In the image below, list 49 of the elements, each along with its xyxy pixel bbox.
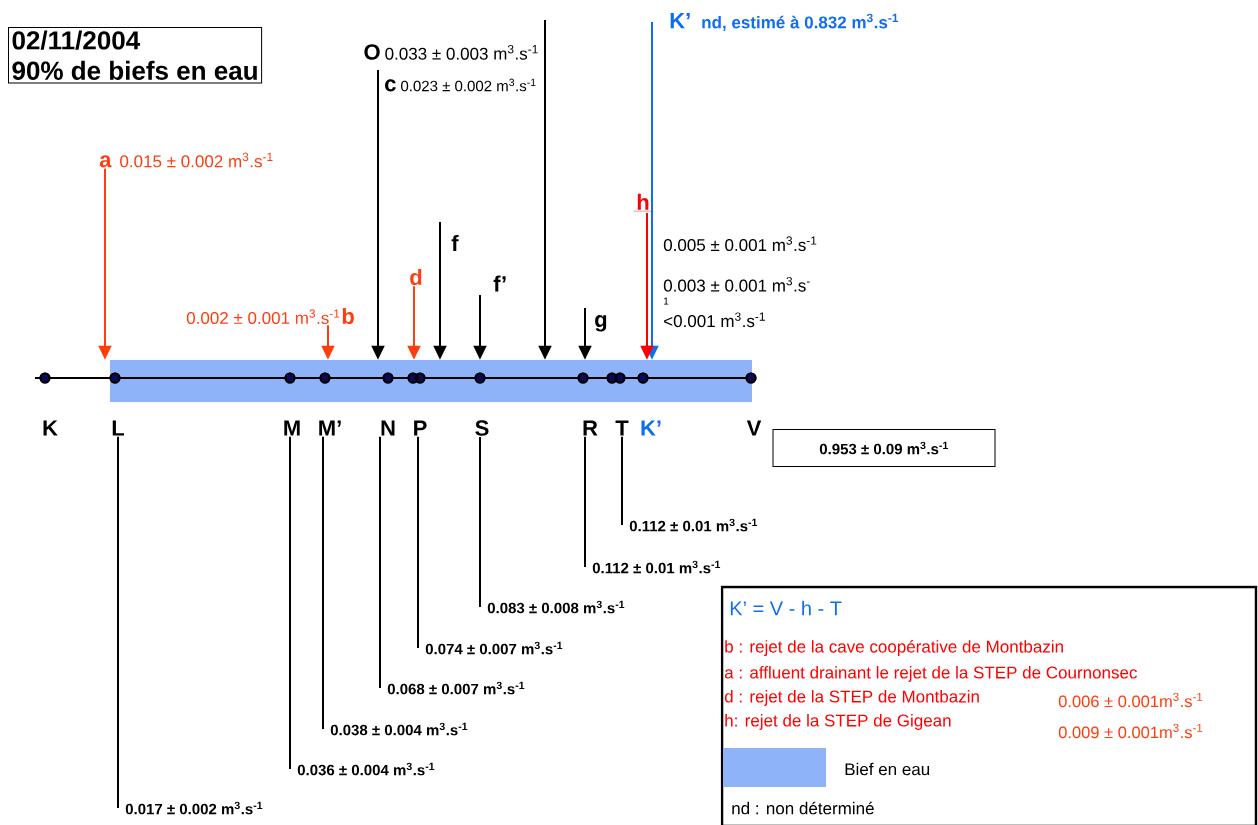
point-letter: M: [284, 420, 300, 436]
flow-label: g <0.001 m$^{3}$.s$^{-1}$: [595, 312, 765, 332]
leader-line: [621, 435, 623, 526]
flow-value: 0.074 ± 0.007 m$^{3}$.s$^{-1}$: [425, 641, 563, 655]
flow-label: h: [633, 193, 653, 212]
leader-line: [289, 435, 291, 770]
flow-value: 0.112 ± 0.01 m$^{3}$.s$^{-1}$: [629, 518, 758, 532]
flow-label: d: [410, 268, 422, 286]
point-letter: K’: [641, 420, 661, 436]
point-letter: S: [475, 420, 489, 436]
leader-line: [322, 435, 324, 730]
leader-line: [379, 435, 381, 689]
leader-line: [584, 435, 586, 568]
flow-value: 0.036 ± 0.004 m$^{3}$.s$^{-1}$: [297, 762, 435, 776]
flow-label: 0.002 ± 0.001 m$^{3}$.s$^{-1}$ b: [186, 307, 354, 325]
flow-value: 0.068 ± 0.007 m$^{3}$.s$^{-1}$: [387, 681, 525, 695]
flow-value: 0.038 ± 0.004 m$^{3}$.s$^{-1}$: [330, 722, 468, 736]
legend-note: a : affluent drainant le rejet de la STEP de Cournonsec: [724, 666, 1137, 682]
leader-line: [117, 435, 119, 809]
outlet-flow-box: 0.953 ± 0.09 m$^{3}$.s$^{-1}$: [772, 429, 996, 467]
point-letter: L: [112, 420, 125, 436]
flow-label: a 0.015 ± 0.002 m$^{3}$.s$^{-1}$: [99, 152, 273, 168]
point-letter: M’: [319, 420, 341, 436]
flow-label: c 0.023 ± 0.002 m$^{3}$.s$^{-1}$: [385, 78, 536, 92]
flow-value: 0.083 ± 0.008 m$^{3}$.s$^{-1}$: [487, 600, 625, 614]
date-box: 02/11/2004 90% de biefs en eau: [8, 27, 263, 84]
legend-note: h: rejet de la STEP de Gigean: [725, 714, 951, 730]
flow-label: f’ 1 0.003 ± 0.001 m$^{3}$.s$^{-}$: [493, 275, 810, 305]
point-letter: R: [583, 420, 598, 436]
flow-label: O 0.033 ± 0.003 m$^{3}$.s$^{-1}$: [364, 44, 538, 60]
point-letter: P: [414, 420, 427, 436]
flow-value: 0.112 ± 0.01 m$^{3}$.s$^{-1}$: [592, 560, 721, 574]
legend-note: b : rejet de la cave coopérative de Montbazin: [725, 640, 1063, 657]
water-reach-band: [110, 360, 752, 402]
point-letter: N: [381, 420, 395, 436]
point-letter: T: [615, 420, 629, 436]
point-letter: V: [746, 420, 762, 436]
legend-note: nd : non déterminé: [732, 801, 874, 815]
formula-text: K’ = V - h - T: [730, 600, 842, 616]
leader-line: [479, 436, 481, 608]
leader-line: [417, 435, 419, 649]
flow-label: K’ nd, estimé à 0.832 m$^{3}$.s$^{-1}$: [670, 13, 899, 31]
point-letter: K: [43, 420, 58, 436]
flow-value: 0.009 ± 0.001m$^{3}$.s$^{-1}$: [1058, 723, 1203, 739]
flow-value: 0.017 ± 0.002 m$^{3}$.s$^{-1}$: [125, 801, 263, 815]
legend-label: Bief en eau: [845, 762, 930, 776]
legend-note: d : rejet de la STEP de Montbazin: [724, 690, 979, 706]
flow-label: f 0.005 ± 0.001 m$^{3}$.s$^{-1}$: [451, 234, 817, 252]
flow-value: 0.006 ± 0.001m$^{3}$.s$^{-1}$: [1058, 692, 1203, 708]
